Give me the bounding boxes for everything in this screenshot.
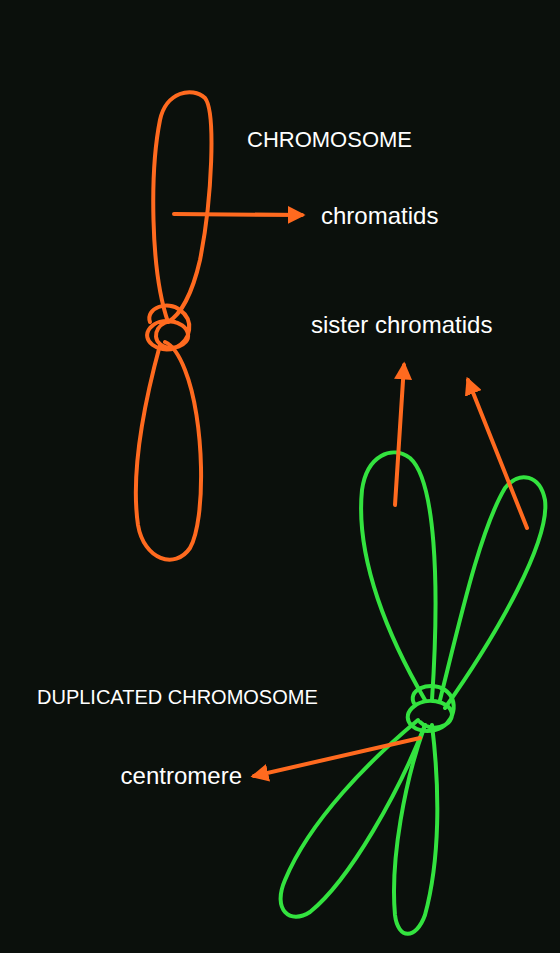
upper-chromatid <box>153 92 211 322</box>
lower-chromatid <box>136 342 201 560</box>
upper-left-chromatid <box>361 453 435 700</box>
chromosome-outline <box>136 92 212 560</box>
lower-left-chromatid <box>281 720 425 917</box>
sister-chromatid-arrow <box>395 365 404 505</box>
part-label: sister chromatids <box>311 311 492 339</box>
upper-right-chromatid <box>440 477 545 708</box>
chromosome-title: CHROMOSOME <box>247 127 412 152</box>
centromere-arrow <box>254 738 420 776</box>
part-label: centromere <box>121 762 242 790</box>
duplicated-chromosome-title: DUPLICATED CHROMOSOME <box>37 686 318 709</box>
lower-right-chromatid <box>394 725 437 934</box>
centromere-knot <box>408 686 454 731</box>
duplicated-chromosome-outline <box>281 453 546 934</box>
centromere-knot <box>147 306 189 350</box>
chromatids-arrow <box>174 214 302 215</box>
sister-chromatid-arrow <box>468 380 527 528</box>
part-label: chromatids <box>321 202 438 230</box>
